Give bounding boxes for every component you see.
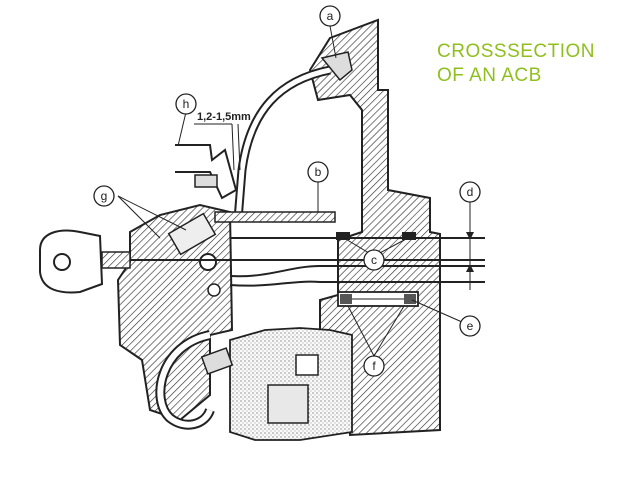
dimension-d [466, 200, 474, 290]
diagram-title-line2: OF AN ACB [437, 65, 542, 86]
diagram-title-line1: CROSSSECTION [437, 41, 596, 62]
diagram-title: CROSSSECTION OF AN ACB [437, 40, 595, 88]
callout-d: d [459, 181, 481, 203]
callout-h: h [175, 93, 197, 115]
callout-f: f [363, 355, 385, 377]
housing-lower [229, 327, 353, 441]
coupling-eye [39, 229, 131, 294]
arc-arm [233, 51, 353, 221]
pivot-screw-icon [167, 212, 217, 256]
svg-text:c: c [371, 253, 377, 267]
upper-screw-icon [320, 51, 353, 82]
callout-c: c [363, 249, 385, 271]
svg-text:h: h [183, 97, 190, 111]
callout-e: e [459, 315, 481, 337]
main-shaft [130, 211, 485, 287]
bracket-h [175, 144, 238, 200]
svg-text:b: b [315, 165, 322, 179]
svg-text:g: g [101, 189, 108, 203]
callout-g: g [93, 185, 115, 207]
central-mechanism [116, 203, 234, 422]
svg-text:f: f [372, 359, 376, 373]
svg-text:a: a [327, 9, 334, 23]
lower-screw-icon [200, 347, 234, 375]
hook-lever [155, 330, 234, 430]
svg-text:e: e [467, 319, 474, 333]
gap-dimension-label: 1,2-1,5mm [197, 111, 251, 123]
gap-dimension: 1,2-1,5mm [194, 111, 251, 171]
contact-left [336, 232, 350, 240]
bearing-assembly [337, 291, 419, 307]
svg-text:d: d [467, 185, 474, 199]
contact-right [402, 232, 416, 240]
callout-a: a [319, 5, 341, 27]
callout-b: b [307, 161, 329, 183]
